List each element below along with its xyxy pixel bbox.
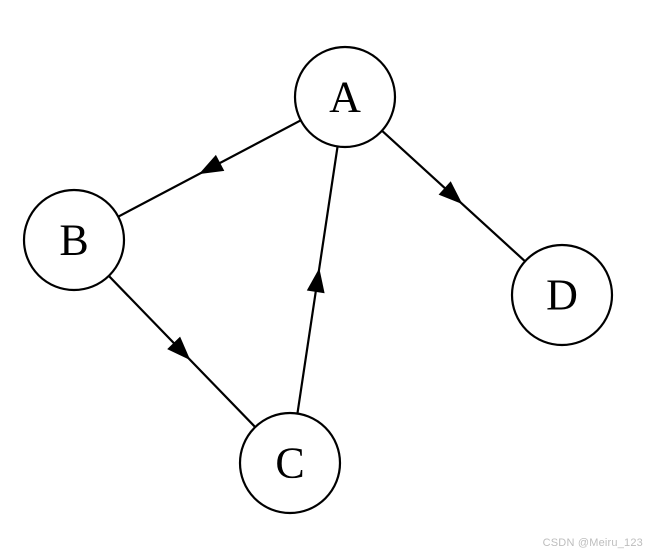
edge-arrowhead: [438, 181, 463, 205]
node-b: B: [22, 188, 126, 292]
edge-b-to-c: [107, 275, 257, 428]
watermark-text: CSDN @Meiru_123: [542, 537, 643, 549]
node-circle: [510, 243, 614, 347]
node-label: D: [546, 271, 578, 320]
node-c: C: [238, 411, 342, 515]
node-circle: [238, 411, 342, 515]
edge-c-to-a: [296, 146, 339, 414]
node-circle: [293, 45, 397, 149]
edge-arrowhead: [167, 336, 191, 361]
node-circle: [22, 188, 126, 292]
edge-arrowhead: [306, 268, 325, 294]
node-label: B: [59, 216, 88, 265]
edge-a-to-b: [117, 119, 302, 218]
edges-layer: [107, 119, 526, 428]
node-label: C: [275, 439, 304, 488]
edge-arrowhead: [198, 154, 225, 175]
node-a: A: [293, 45, 397, 149]
node-label: A: [329, 73, 361, 122]
nodes-layer: A B C D: [22, 45, 614, 515]
edge-a-to-d: [381, 129, 526, 263]
node-d: D: [510, 243, 614, 347]
